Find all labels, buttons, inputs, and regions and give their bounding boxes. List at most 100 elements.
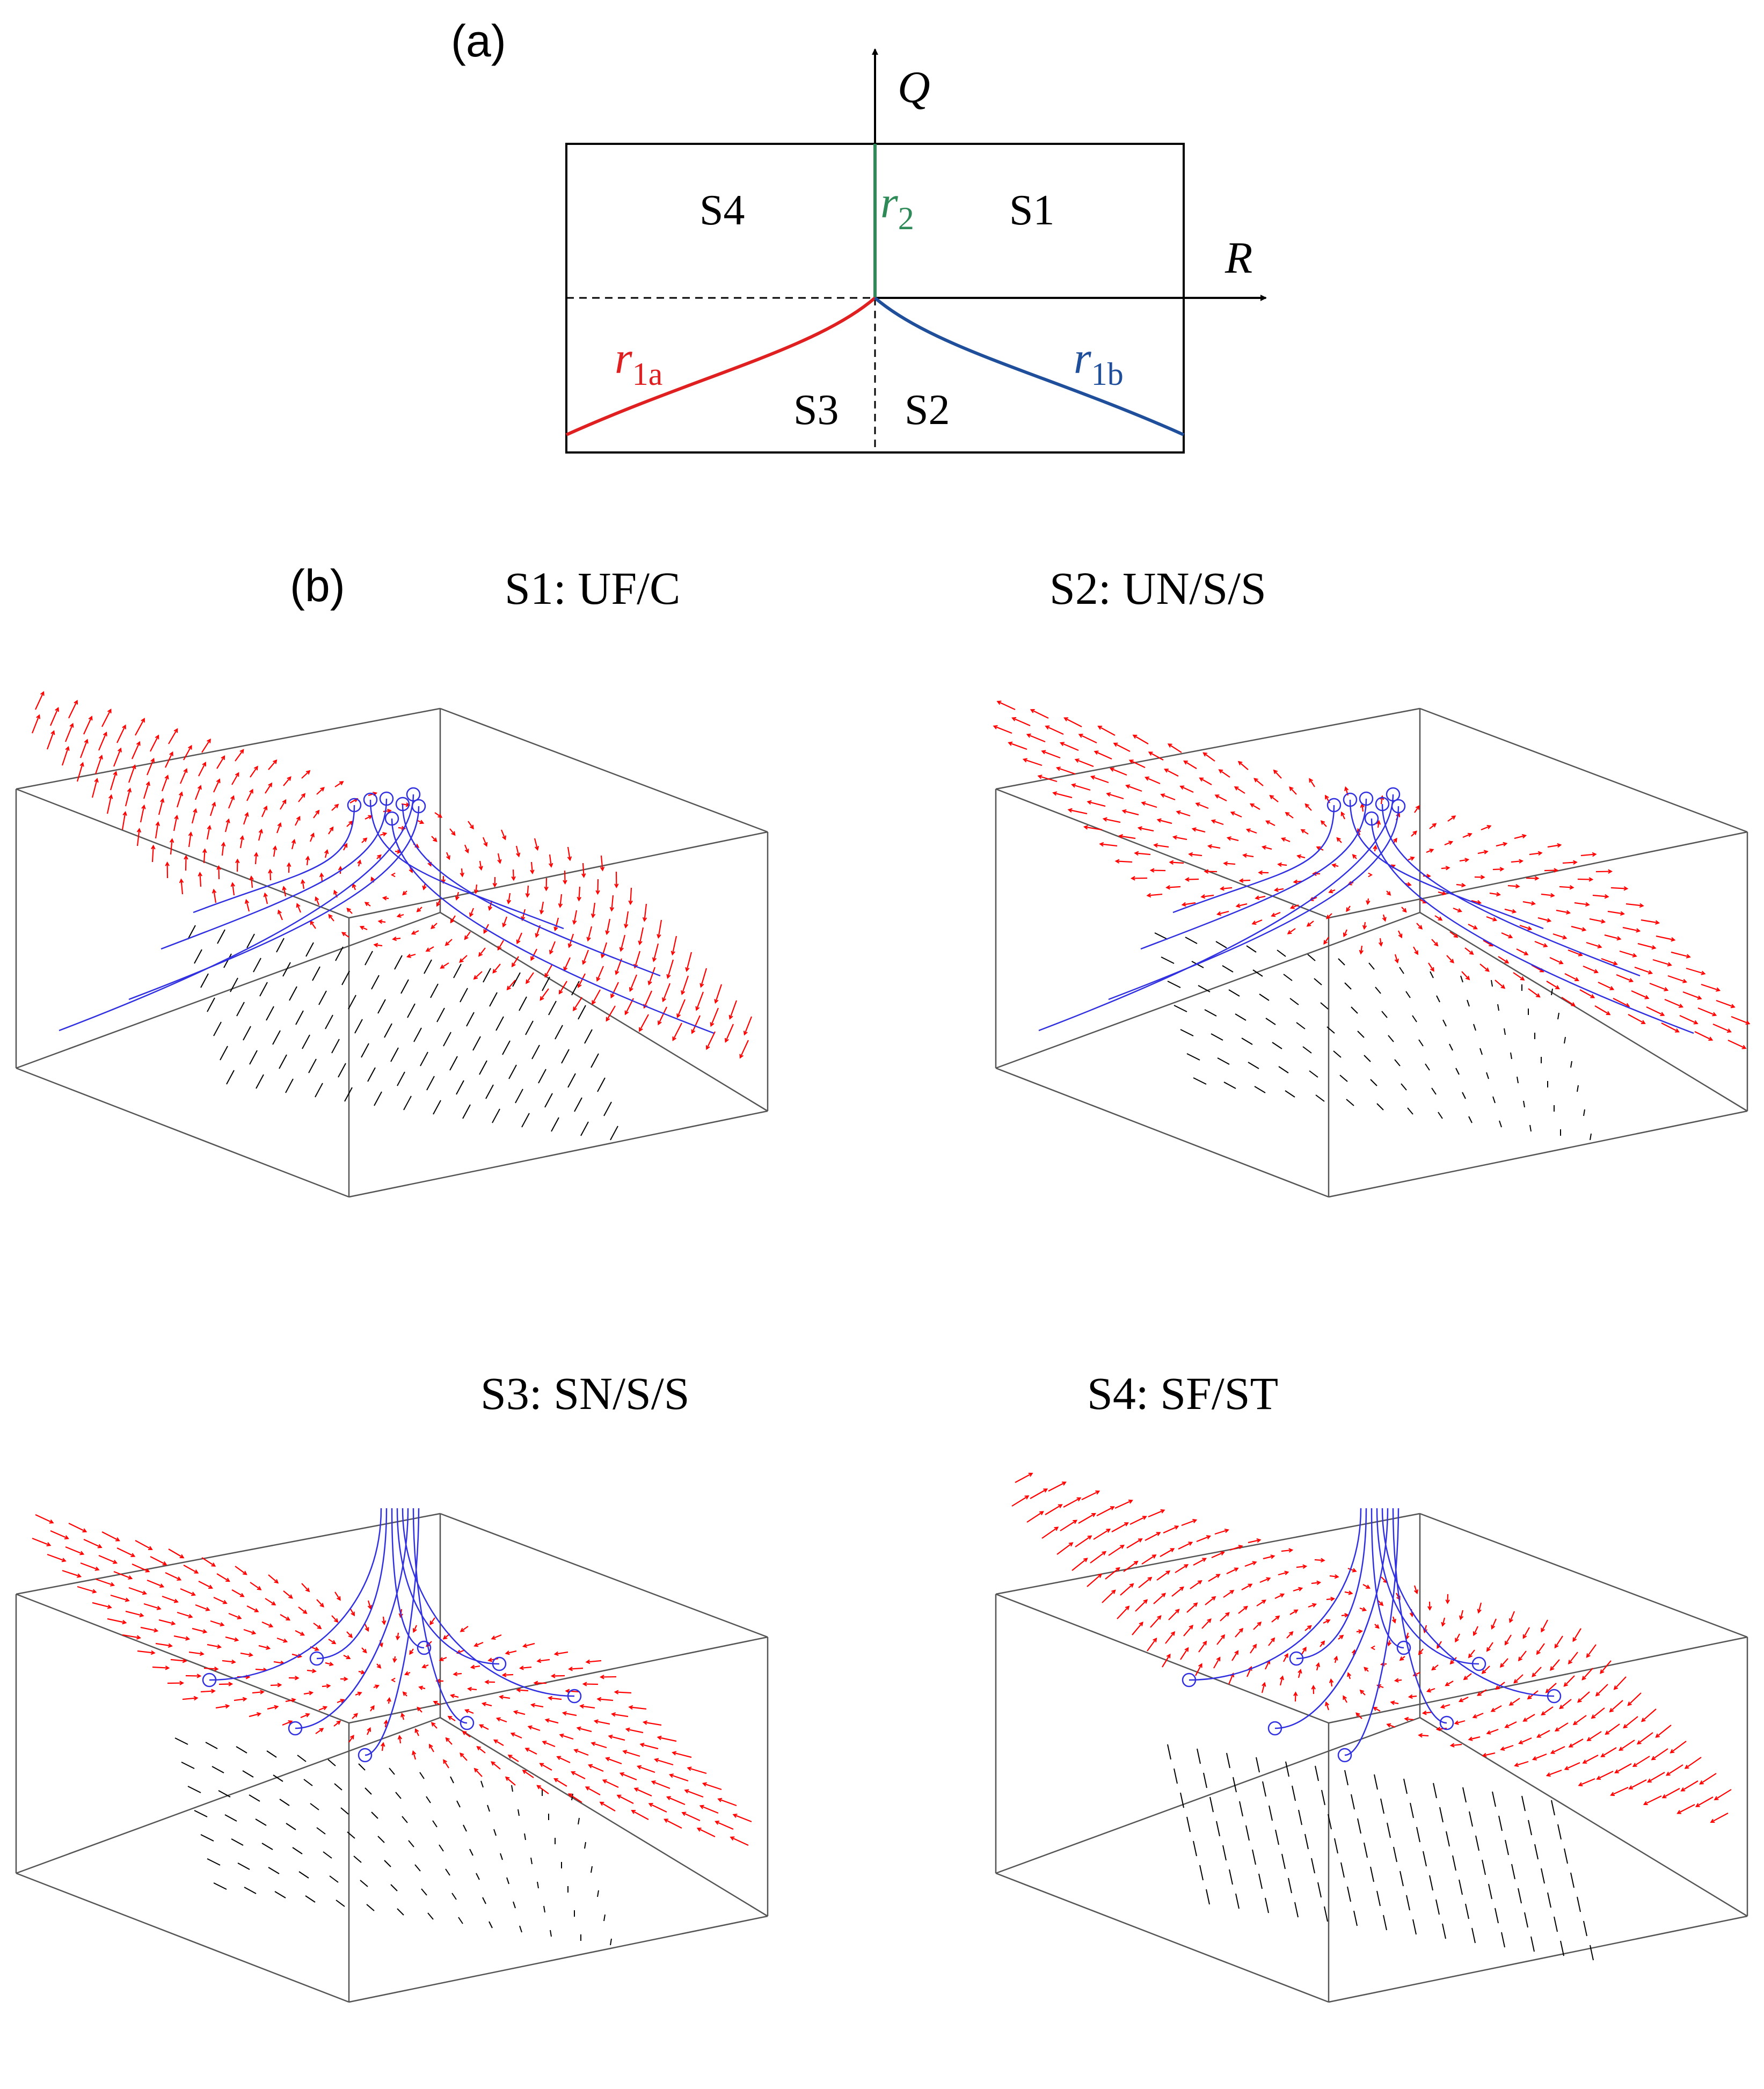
volume-arrow	[1491, 980, 1493, 987]
plane-arrow-head	[1399, 1656, 1404, 1661]
plane-arrow	[1598, 982, 1614, 990]
plane-arrow-head	[1204, 869, 1209, 874]
plane-arrow	[301, 1583, 310, 1592]
plane-arrow	[672, 1751, 692, 1758]
panel-a: (a) Q R S4 S1 S3 S2 r2 r1a r1b	[451, 16, 1267, 454]
plane-arrow-head	[268, 782, 273, 787]
plane-arrow-head	[1348, 1590, 1353, 1595]
plane-arrow	[994, 725, 1012, 734]
plane-arrow	[382, 1616, 385, 1624]
plane-arrow-head	[249, 788, 253, 794]
plane-arrow-head	[506, 985, 511, 991]
plane-arrow	[1477, 851, 1488, 854]
plane-arrow	[1646, 1006, 1664, 1016]
plane-arrow-head	[1647, 1778, 1652, 1783]
plane-arrow	[1012, 717, 1031, 727]
plane-arrow-head	[1375, 1624, 1380, 1629]
plane-arrow-head	[69, 722, 74, 728]
plane-arrow-head	[1059, 742, 1065, 747]
plane-arrow-head	[1660, 1012, 1665, 1016]
plane-arrow-head	[1404, 1717, 1409, 1722]
plane-arrow-head	[305, 1713, 310, 1718]
plane-arrow	[170, 839, 173, 855]
volume-arrow	[567, 1073, 576, 1088]
box-edge	[995, 1872, 1329, 2003]
volume-arrow	[487, 1805, 490, 1812]
curve-r1b	[874, 296, 1185, 436]
plane-arrow	[136, 829, 140, 846]
plane-arrow	[725, 1024, 734, 1042]
plane-arrow-head	[412, 1750, 417, 1755]
plane-arrow-head	[460, 1627, 465, 1632]
plane-arrow	[1379, 938, 1382, 946]
plane-arrow-head	[1632, 1763, 1637, 1767]
plane-arrow	[140, 805, 145, 823]
plane-arrow	[1212, 820, 1224, 826]
plane-arrow-head	[996, 700, 1002, 705]
volume-arrow	[1407, 1107, 1413, 1115]
volume-arrow	[1416, 1827, 1420, 1843]
volume-arrow	[1186, 1816, 1191, 1832]
plane-arrow-head	[1708, 1036, 1714, 1041]
plane-arrow-head	[127, 787, 132, 793]
plane-arrow	[150, 735, 159, 752]
plane-arrow-head	[382, 896, 387, 901]
plane-arrow-head	[681, 990, 686, 996]
box-edge	[995, 1717, 1420, 1874]
plane-arrow-head	[191, 1591, 196, 1596]
plane-arrow	[445, 939, 453, 946]
plane-arrow-head	[1586, 1737, 1592, 1741]
plane-arrow-head	[507, 1754, 513, 1759]
plane-arrow	[1541, 1619, 1548, 1632]
plane-arrow	[49, 707, 59, 726]
plane-arrow-head	[478, 866, 483, 871]
plane-arrow-head	[1418, 1650, 1423, 1655]
plane-arrow-head	[334, 804, 339, 808]
plane-arrow-head	[439, 1657, 444, 1661]
plane-arrow-head	[478, 952, 483, 957]
plane-arrow	[1138, 1577, 1152, 1588]
volume-arrow	[548, 1000, 557, 1016]
volume-arrow	[1248, 1062, 1259, 1069]
box-edge	[440, 911, 768, 1112]
plane-arrow	[137, 1650, 155, 1654]
plane-arrow-head	[624, 923, 629, 929]
plane-arrow-head	[1022, 758, 1027, 763]
plane-arrow	[216, 756, 225, 769]
plane-arrow-head	[1243, 1605, 1248, 1610]
plane-arrow-head	[1716, 987, 1721, 992]
plane-arrow-head	[1499, 1663, 1505, 1668]
plane-arrow-head	[1271, 912, 1276, 917]
plane-arrow-head	[1336, 837, 1341, 842]
plane-arrow	[32, 1537, 50, 1546]
volume-arrow	[1344, 982, 1352, 990]
streamline-seed	[1375, 797, 1390, 812]
volume-arrow	[443, 1032, 451, 1047]
plane-arrow	[1556, 909, 1570, 914]
plane-arrow	[1170, 861, 1184, 864]
plane-arrow-head	[1134, 851, 1139, 856]
plane-arrow-head	[411, 930, 416, 935]
plane-arrow-head	[217, 1644, 222, 1649]
plane-arrow	[639, 927, 644, 945]
streamline	[402, 1508, 575, 1697]
plane-arrow	[365, 1624, 369, 1631]
volume-arrow	[1246, 945, 1257, 953]
plane-arrow-head	[469, 912, 473, 917]
plane-arrow-head	[1224, 1528, 1229, 1533]
plane-arrow-head	[1359, 1689, 1365, 1694]
plane-arrow-head	[365, 1627, 369, 1632]
plane-arrow	[1581, 1668, 1593, 1681]
plane-arrow-head	[573, 1749, 579, 1754]
plane-arrow-head	[340, 1699, 345, 1703]
plane-arrow-head	[1527, 1695, 1532, 1700]
plane-arrow-head	[145, 1568, 150, 1573]
plane-arrow-head	[492, 882, 497, 888]
plane-arrow-head	[231, 1659, 236, 1664]
plane-arrow	[334, 1591, 341, 1601]
streamline	[1376, 1508, 1479, 1665]
streamline	[1392, 1508, 1447, 1724]
plane-arrow	[337, 1699, 344, 1704]
plane-arrow	[1633, 1756, 1650, 1767]
plane-arrow	[630, 887, 632, 904]
